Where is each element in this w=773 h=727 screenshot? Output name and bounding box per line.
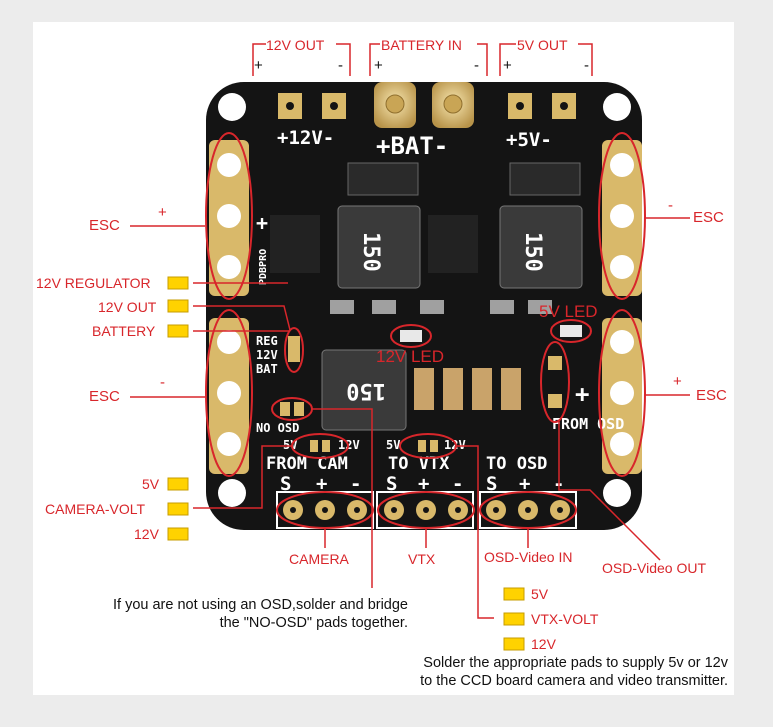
yellow-badges <box>167 276 525 651</box>
label-vtx-5v: 5V <box>531 586 549 602</box>
silk-to-vtx: TO VTX <box>388 454 450 474</box>
silk-plus-1: + <box>316 473 327 495</box>
label-camera: CAMERA <box>289 551 349 567</box>
label-vtx-12v: 12V <box>531 636 556 652</box>
label-vtx: VTX <box>408 551 436 567</box>
silk-plus-3: + <box>519 473 530 495</box>
note-ccd-supply: Solder the appropriate pads to supply 5v… <box>340 655 728 690</box>
leader-lines <box>130 43 690 619</box>
label-esc-left-top-plus: + <box>158 204 167 221</box>
label-minus-12v: - <box>338 57 343 74</box>
silk-12v-vtx: 12V <box>444 438 466 452</box>
mount-hole <box>603 479 631 507</box>
silk-minus-1: - <box>350 473 361 495</box>
silk-s-3: S <box>486 473 497 495</box>
silk-s-2: S <box>386 473 397 495</box>
label-12v-led: 12V LED <box>376 347 445 366</box>
silk-bat: +BAT- <box>376 132 448 160</box>
label-12v-out-side: 12V OUT <box>98 299 157 315</box>
silk-reg: REG <box>256 334 278 348</box>
label-osd-video-in: OSD-Video IN <box>484 549 573 565</box>
label-12v-regulator: 12V REGULATOR <box>36 275 151 291</box>
mount-hole <box>603 93 631 121</box>
label-cam-12v: 12V <box>134 526 159 542</box>
label-cam-5v: 5V <box>142 476 160 492</box>
label-esc-right-top: ESC <box>693 209 724 226</box>
silk-5v-vtx: 5V <box>386 438 400 452</box>
silk-plus-2: + <box>418 473 429 495</box>
label-plus-12v: + <box>254 57 263 74</box>
label-esc-right-bottom-plus: + <box>673 373 682 390</box>
silk-12v-small: 12V <box>256 348 278 362</box>
components <box>270 162 583 529</box>
label-battery-in: BATTERY IN <box>381 37 462 53</box>
silk-from: FROM OSD <box>552 415 624 433</box>
label-esc-left-bottom: ESC <box>89 388 120 405</box>
label-5v-led: 5V LED <box>539 302 598 321</box>
label-esc-left-top: ESC <box>89 217 120 234</box>
silk-bat-small: BAT <box>256 362 278 376</box>
note-ccd-line1: Solder the appropriate pads to supply 5v… <box>423 655 728 671</box>
label-5v-out-top: 5V OUT <box>517 37 568 53</box>
label-camera-volt: CAMERA-VOLT <box>45 501 146 517</box>
silk-inductor-2: 150 <box>520 232 545 272</box>
note-no-osd: If you are not using an OSD,solder and b… <box>40 597 408 632</box>
label-minus-bat: - <box>474 57 479 74</box>
silk-s-1: S <box>280 473 291 495</box>
silk-inductor-3: 150 <box>346 378 386 403</box>
silk-to-osd: TO OSD <box>486 454 547 474</box>
silk-12v: +12V- <box>277 127 334 149</box>
silk-from-cam: FROM CAM <box>266 454 348 474</box>
label-minus-5v: - <box>584 57 589 74</box>
silk-pdbpro: PDBPRO <box>258 249 269 285</box>
label-plus-5v: + <box>503 57 512 74</box>
silk-plus-osd: + <box>575 380 589 408</box>
esc-pad-strips <box>209 140 642 474</box>
label-osd-video-out: OSD-Video OUT <box>602 560 706 576</box>
silk-plus-esc: + <box>256 211 268 235</box>
label-esc-right-bottom: ESC <box>696 387 727 404</box>
label-12v-out-top: 12V OUT <box>266 37 325 53</box>
top-pads <box>278 82 576 128</box>
silk-no-osd: NO OSD <box>256 421 299 435</box>
note-no-osd-line1: If you are not using an OSD,solder and b… <box>112 597 408 613</box>
mount-hole <box>218 479 246 507</box>
silk-minus-2: - <box>452 473 463 495</box>
label-esc-right-top-minus: - <box>668 197 673 214</box>
silk-inductor-1: 150 <box>358 232 383 272</box>
label-vtx-volt: VTX-VOLT <box>531 611 599 627</box>
label-battery: BATTERY <box>92 323 156 339</box>
silk-5v: +5V- <box>506 129 552 151</box>
note-ccd-line2: to the CCD board camera and video transm… <box>420 672 728 689</box>
note-no-osd-line2: the "NO-OSD" pads together. <box>219 614 408 631</box>
label-plus-bat: + <box>374 57 383 74</box>
label-esc-left-bottom-minus: - <box>160 374 165 391</box>
mount-hole <box>218 93 246 121</box>
